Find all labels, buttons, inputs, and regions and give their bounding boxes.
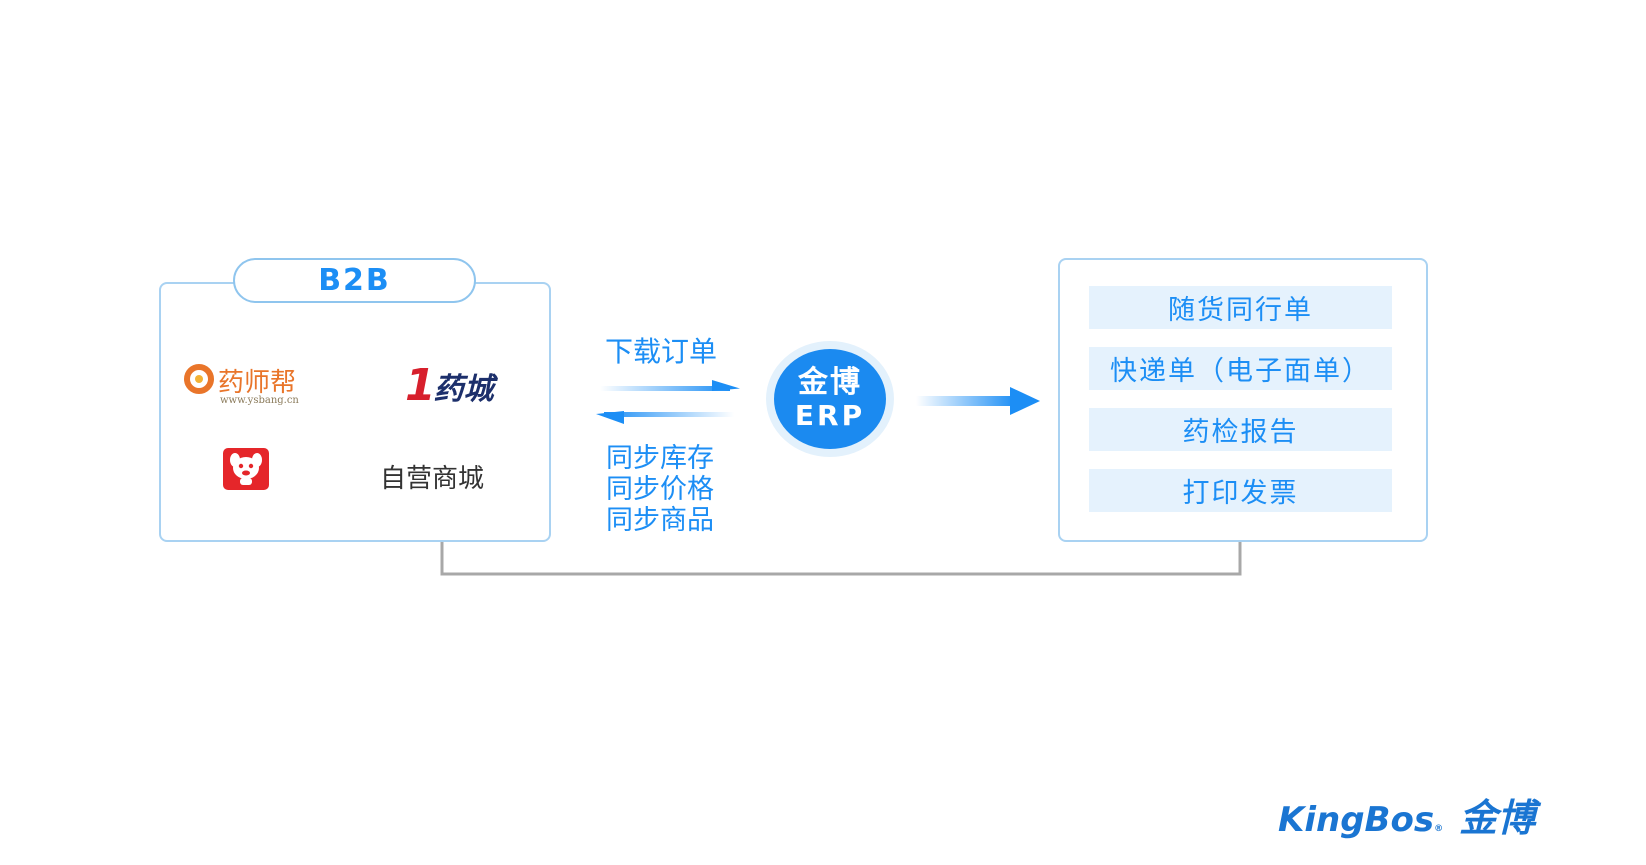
doc-item-delivery-note: 随货同行单	[1089, 286, 1392, 329]
erp-label: ERP	[794, 399, 866, 432]
brand-registered-mark: ®	[1434, 824, 1444, 834]
brand-chinese: 金博	[1459, 796, 1536, 840]
erp-node: 金博 ERP	[774, 349, 886, 449]
yyaocheng-number: 1	[405, 360, 436, 411]
sync-inventory-label: 同步库存	[606, 443, 714, 474]
jd-dog-icon	[223, 448, 269, 490]
sync-products-label: 同步商品	[606, 505, 714, 536]
doc-item-express-waybill: 快递单（电子面单）	[1089, 347, 1392, 390]
doc-item-drug-inspection-report: 药检报告	[1089, 408, 1392, 451]
yyaocheng-logo: 1 药城	[405, 364, 515, 408]
brand-english: KingBos	[1278, 800, 1435, 840]
sync-price-label: 同步价格	[606, 474, 714, 505]
ysbang-url: www.ysbang.cn	[220, 395, 299, 406]
doc-item-print-invoice: 打印发票	[1089, 469, 1392, 512]
sync-labels: 同步库存 同步价格 同步商品	[606, 443, 714, 536]
b2b-title: B2B	[233, 258, 476, 303]
ysbang-ring-icon	[184, 364, 214, 394]
kingbos-logo: KingBos ® 金博	[1278, 787, 1535, 842]
yyaocheng-text: 药城	[433, 372, 494, 407]
sync-arrow	[596, 411, 734, 424]
erp-brand-label: 金博	[798, 365, 862, 400]
ysbang-name: 药师帮	[218, 368, 297, 398]
ysbang-logo: 药师帮 www.ysbang.cn	[184, 362, 314, 410]
download-arrow	[600, 380, 740, 391]
download-orders-label: 下载订单	[605, 335, 718, 368]
b2b-panel	[159, 282, 551, 542]
self-operated-mall: 自营商城	[380, 464, 485, 494]
output-arrow	[916, 387, 1040, 415]
